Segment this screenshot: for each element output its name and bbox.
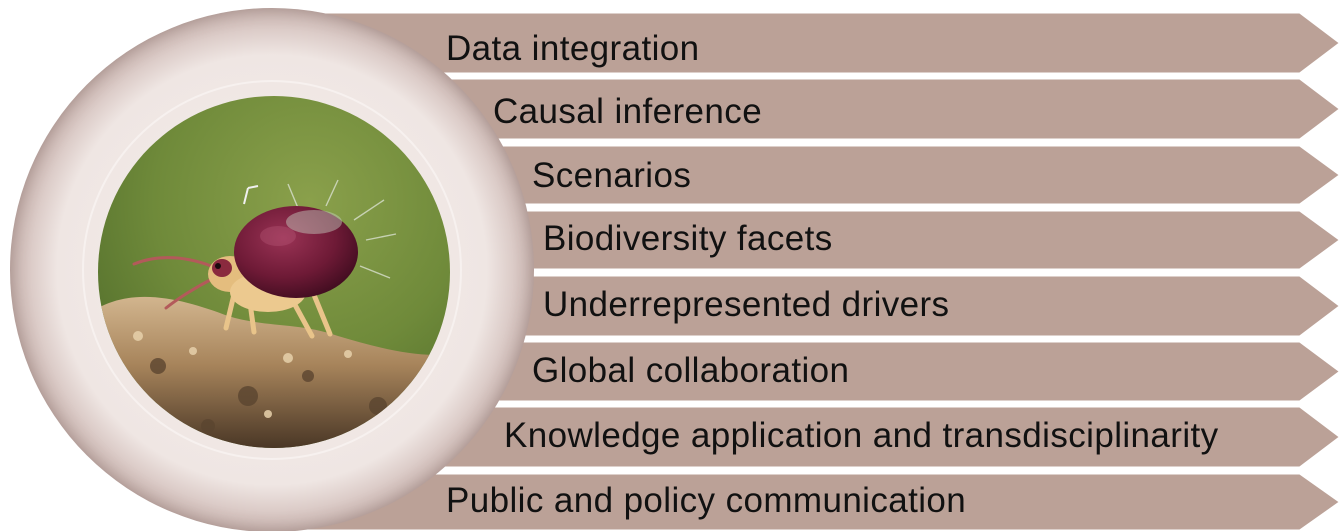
arrow-label-global-collaboration: Global collaboration <box>532 351 850 390</box>
arrow-label-biodiversity-facets: Biodiversity facets <box>543 219 833 258</box>
arrow-label-data-integration: Data integration <box>446 29 700 68</box>
arrow-label-knowledge-application: Knowledge application and transdisciplin… <box>504 416 1219 455</box>
arrow-label-causal-inference: Causal inference <box>493 92 763 131</box>
arrow-label-public-policy-communication: Public and policy communication <box>446 481 967 520</box>
springtail-photo <box>98 96 450 448</box>
arrow-label-underrepresented-drivers: Underrepresented drivers <box>543 285 950 324</box>
springtail-illustration <box>98 96 450 448</box>
arrow-label-scenarios: Scenarios <box>532 156 692 195</box>
photo-frame-line <box>82 80 462 460</box>
